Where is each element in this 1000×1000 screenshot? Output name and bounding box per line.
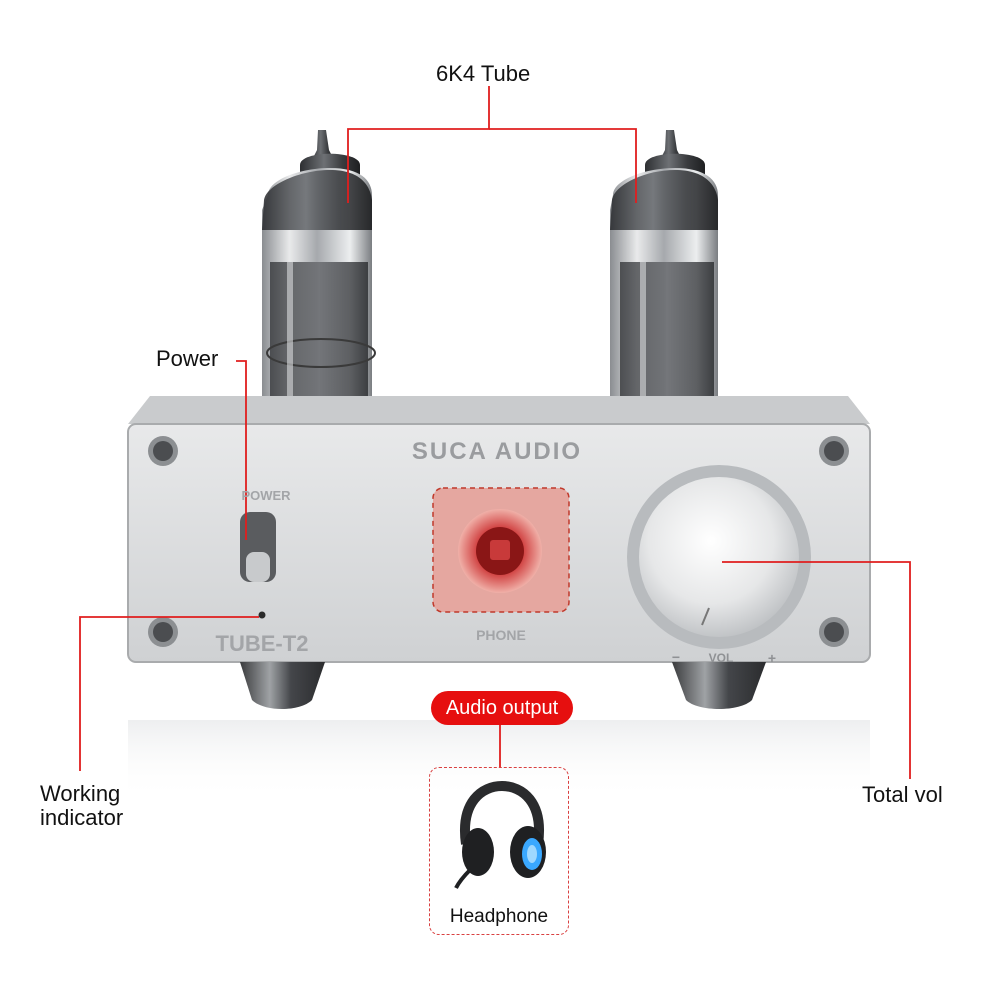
screw-icon bbox=[819, 617, 849, 647]
headphone-jack bbox=[432, 487, 570, 613]
callout-working-indicator-label: Working indicator bbox=[40, 781, 124, 830]
power-toggle-switch bbox=[240, 512, 276, 582]
callout-line-totalvol bbox=[722, 561, 911, 779]
callout-power-label: Power bbox=[156, 346, 219, 371]
screw-icon bbox=[148, 617, 178, 647]
callout-lines bbox=[79, 86, 911, 779]
audio-output-badge: Audio output bbox=[431, 691, 573, 725]
volume-knob bbox=[627, 465, 811, 649]
callout-line-tube bbox=[347, 86, 490, 203]
vol-panel-label: VOL bbox=[709, 651, 734, 665]
screw-icon bbox=[819, 436, 849, 466]
callout-tube-label: 6K4 Tube bbox=[436, 61, 531, 86]
phone-panel-label: PHONE bbox=[476, 627, 526, 643]
headphone-callout-box: Headphone bbox=[429, 767, 569, 935]
vol-minus-label: − bbox=[672, 649, 680, 665]
brand-text: SUCA AUDIO bbox=[412, 438, 582, 465]
model-text: TUBE-T2 bbox=[216, 631, 309, 656]
callout-line-tube-right bbox=[489, 128, 637, 203]
working-indicator-led bbox=[258, 611, 266, 619]
foot-left bbox=[240, 662, 325, 709]
screw-icon bbox=[148, 436, 178, 466]
foot-right bbox=[672, 662, 766, 709]
callout-line-power bbox=[236, 360, 247, 540]
power-panel-label: POWER bbox=[241, 488, 291, 503]
vol-plus-label: + bbox=[768, 650, 776, 666]
amplifier-chassis bbox=[127, 396, 871, 663]
vacuum-tube-right bbox=[610, 130, 718, 420]
headset-icon bbox=[454, 780, 546, 889]
callout-line-working bbox=[79, 616, 259, 771]
headphone-label: Headphone bbox=[449, 906, 549, 927]
vacuum-tube-left bbox=[262, 130, 376, 420]
callout-total-vol-label: Total vol bbox=[862, 782, 943, 807]
